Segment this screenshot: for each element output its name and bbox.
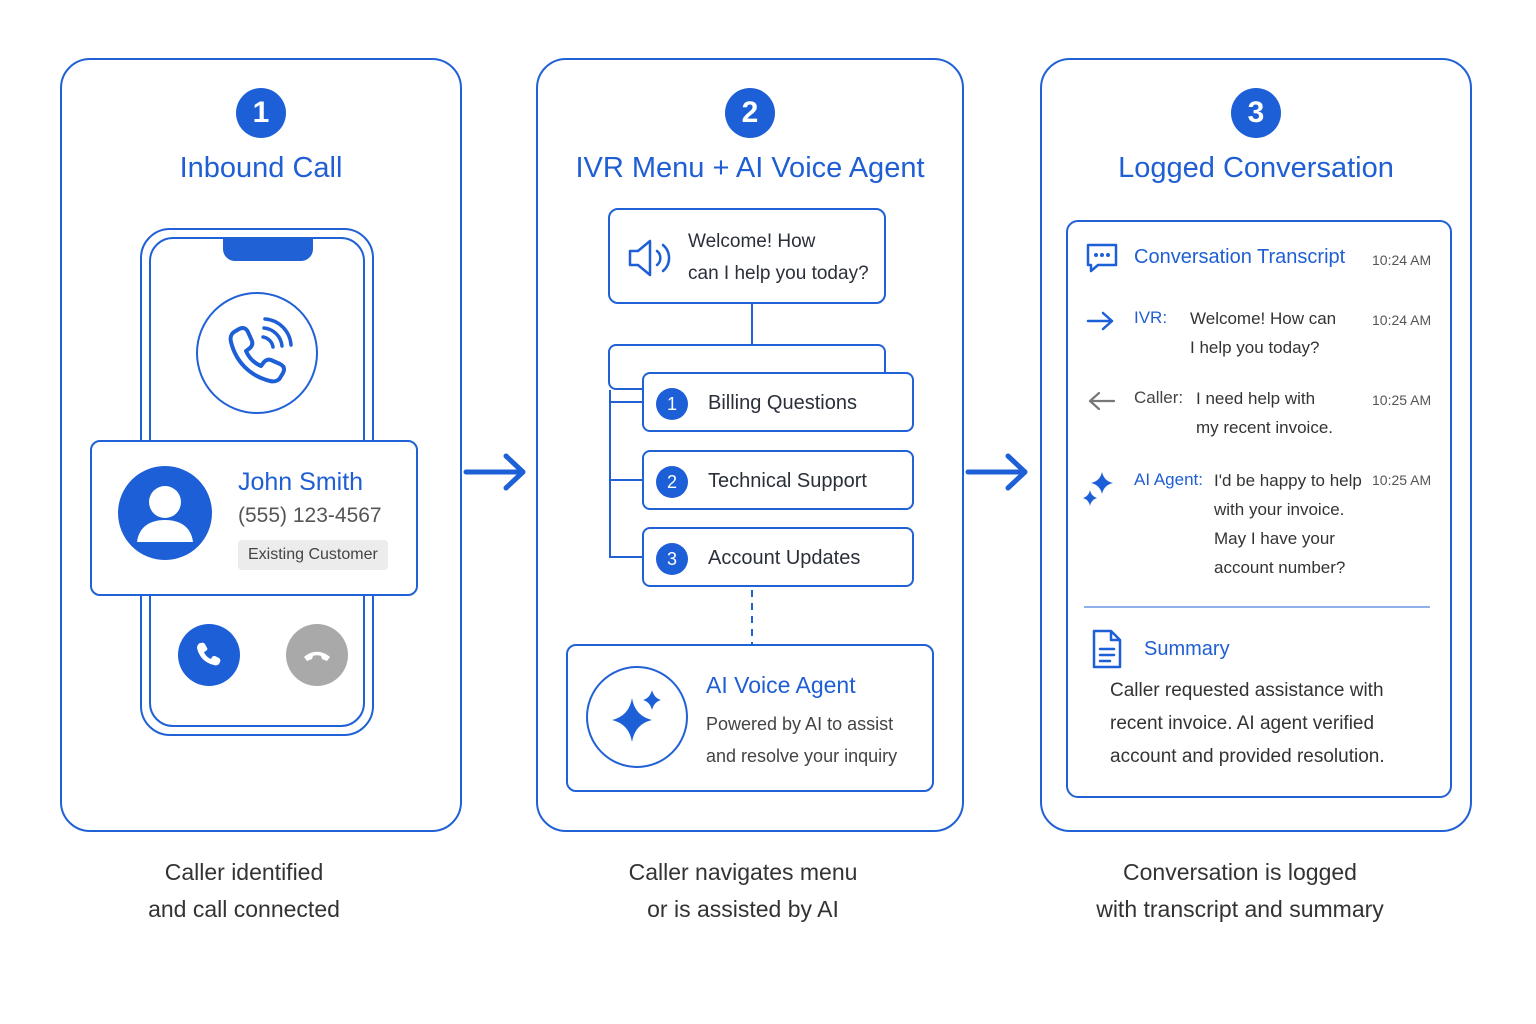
- menu-option-account[interactable]: 3 Account Updates: [642, 527, 914, 587]
- transcript-title: Conversation Transcript: [1134, 246, 1346, 268]
- timestamp: 10:24 AM: [1372, 252, 1432, 268]
- message-line: I need help with: [1196, 389, 1316, 408]
- phone-ringing-icon: [196, 292, 318, 414]
- caption-line: with transcript and summary: [1096, 896, 1384, 922]
- timestamp: 10:25 AM: [1372, 392, 1432, 408]
- ivr-menu-panel: 2 IVR Menu + AI Voice Agent Welcome! How…: [536, 58, 964, 832]
- sparkle-icon: [1083, 472, 1113, 506]
- menu-option-billing[interactable]: 1 Billing Questions: [642, 372, 914, 432]
- logged-conversation-panel: 3 Logged Conversation Conversation Trans…: [1040, 58, 1472, 832]
- agent-description-line: Powered by AI to assist: [706, 714, 894, 734]
- speaker-label: AI Agent:: [1134, 470, 1203, 489]
- message-text: I need help with my recent invoice.: [1196, 384, 1333, 442]
- menu-option-label: Account Updates: [708, 547, 861, 569]
- sparkle-icon: [586, 666, 688, 768]
- menu-option-technical[interactable]: 2 Technical Support: [642, 450, 914, 510]
- menu-option-number: 2: [656, 466, 688, 498]
- ivr-greeting-box: Welcome! How can I help you today?: [608, 208, 886, 304]
- decline-call-icon: [304, 651, 330, 661]
- summary-line: recent invoice. AI agent verified: [1110, 713, 1375, 734]
- message-line: account number?: [1214, 558, 1346, 577]
- caller-phone-number: (555) 123-4567: [238, 504, 382, 527]
- flow-arrow-icon: [965, 453, 1028, 491]
- summary-text: Caller requested assistance with recent …: [1110, 674, 1430, 773]
- message-text: I'd be happy to help with your invoice. …: [1214, 466, 1362, 582]
- timestamp: 10:24 AM: [1372, 312, 1432, 328]
- greeting-line: can I help you today?: [688, 263, 869, 284]
- message-line: Welcome! How can: [1190, 309, 1337, 328]
- message-text: Welcome! How can I help you today?: [1190, 304, 1336, 362]
- chat-icon: [1086, 243, 1118, 273]
- caption-line: Caller identified: [164, 859, 324, 885]
- caller-name: John Smith: [238, 468, 364, 496]
- summary-line: account and provided resolution.: [1110, 746, 1385, 767]
- menu-option-number: 3: [656, 543, 688, 575]
- accept-call-icon: [197, 642, 221, 666]
- decline-call-button[interactable]: [286, 624, 348, 686]
- caption-line: Conversation is logged: [1123, 859, 1357, 885]
- menu-option-label: Billing Questions: [708, 392, 857, 414]
- step-caption: Caller navigates menu or is assisted by …: [536, 854, 950, 928]
- message-line: I'd be happy to help: [1214, 471, 1362, 490]
- step-title: Logged Conversation: [1118, 152, 1394, 184]
- step-caption: Conversation is logged with transcript a…: [1040, 854, 1440, 928]
- caption-line: or is assisted by AI: [647, 896, 839, 922]
- step-title: Inbound Call: [179, 152, 343, 184]
- step-title: IVR Menu + AI Voice Agent: [575, 152, 925, 184]
- message-line: I help you today?: [1190, 338, 1320, 357]
- inbound-call-panel: 1 Inbound Call John Smith (555) 123-4567…: [60, 58, 462, 832]
- agent-description-line: and resolve your inquiry: [706, 746, 898, 766]
- caller-id-card: John Smith (555) 123-4567 Existing Custo…: [90, 440, 418, 596]
- phone-notch: [223, 239, 313, 261]
- summary-title: Summary: [1144, 638, 1230, 660]
- greeting-line: Welcome! How: [688, 231, 816, 252]
- menu-option-number: 1: [656, 388, 688, 420]
- speaker-label: Caller:: [1134, 388, 1184, 407]
- transcript-card: Conversation Transcript 10:24 AM IVR: We…: [1066, 220, 1452, 798]
- step-caption: Caller identified and call connected: [60, 854, 428, 928]
- step-number-badge: 3: [1231, 88, 1281, 138]
- divider: [1084, 606, 1430, 608]
- flow-arrow-icon: [463, 453, 526, 491]
- ai-voice-agent-card: AI Voice Agent Powered by AI to assist a…: [566, 644, 934, 792]
- accept-call-button[interactable]: [178, 624, 240, 686]
- arrow-right-icon: [1086, 311, 1114, 331]
- caption-line: and call connected: [148, 896, 340, 922]
- menu-option-label: Technical Support: [708, 470, 867, 492]
- step-number-badge: 2: [725, 88, 775, 138]
- speaker-label: IVR:: [1134, 308, 1168, 327]
- ivr-greeting-text: Welcome! How can I help you today?: [688, 226, 883, 290]
- speaker-icon: [628, 239, 671, 277]
- agent-description: Powered by AI to assist and resolve your…: [706, 708, 921, 772]
- arrow-left-icon: [1088, 391, 1116, 411]
- user-avatar-icon: [118, 466, 212, 560]
- summary-line: Caller requested assistance with: [1110, 680, 1384, 701]
- ivr-connectors: [609, 304, 753, 644]
- message-line: May I have your: [1214, 529, 1335, 548]
- message-line: with your invoice.: [1214, 500, 1345, 519]
- message-line: my recent invoice.: [1196, 418, 1333, 437]
- document-icon: [1092, 629, 1122, 669]
- timestamp: 10:25 AM: [1372, 472, 1432, 488]
- caption-line: Caller navigates menu: [628, 859, 858, 885]
- agent-title: AI Voice Agent: [706, 672, 856, 698]
- step-number-badge: 1: [236, 88, 286, 138]
- customer-status-badge: Existing Customer: [238, 540, 388, 570]
